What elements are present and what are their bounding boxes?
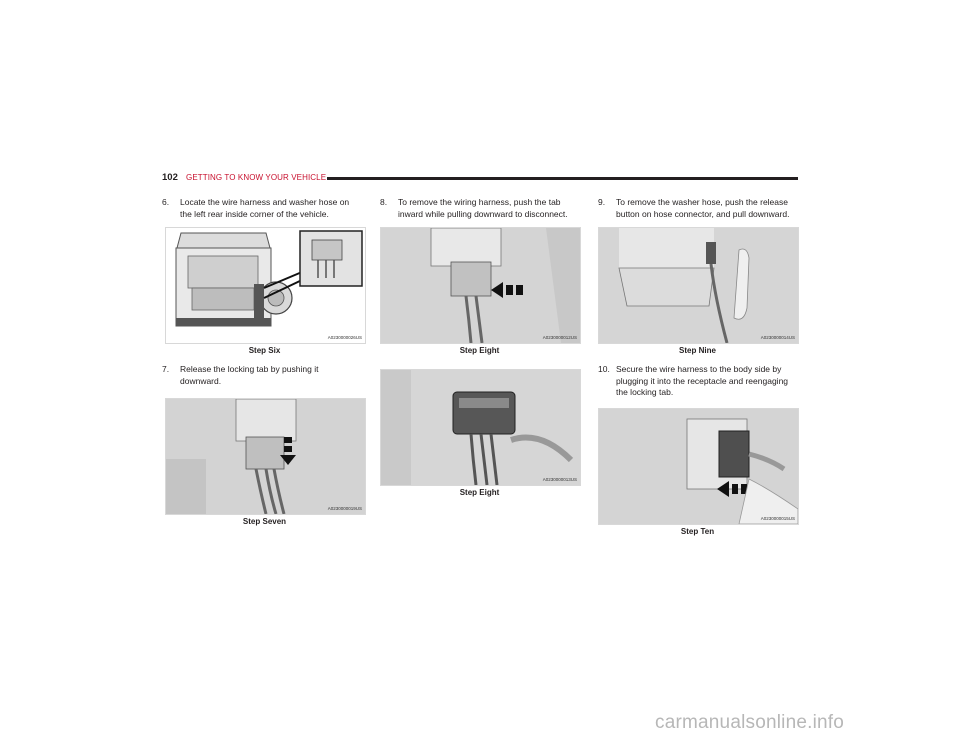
washer-hose-illustration bbox=[599, 228, 798, 343]
caption-step-eight-b: Step Eight bbox=[459, 488, 500, 497]
figure-code: A0230000014US bbox=[760, 335, 795, 340]
page-header: 102 GETTING TO KNOW YOUR VEHICLE bbox=[162, 172, 798, 186]
harness-connector-illustration bbox=[166, 399, 365, 514]
figure-step-seven: A0230000019US bbox=[165, 398, 366, 515]
figure-code: A0230000015US bbox=[760, 516, 795, 521]
figure-code: A0230000019US bbox=[327, 506, 362, 511]
step-text-line: Release the locking tab by pushing it bbox=[180, 364, 319, 374]
reconnect-harness-illustration bbox=[599, 409, 798, 524]
page-number: 102 bbox=[162, 172, 178, 183]
header-rule bbox=[327, 177, 798, 180]
figure-step-eight-a: A0230000012US bbox=[380, 227, 581, 344]
jeep-rear-illustration bbox=[175, 230, 363, 327]
figure-code: A0230000013US bbox=[542, 477, 577, 482]
step-number: 9. bbox=[598, 197, 606, 207]
connector-closeup-illustration bbox=[381, 370, 580, 485]
step-number: 7. bbox=[162, 364, 170, 374]
figure-step-eight-b: A0230000013US bbox=[380, 369, 581, 486]
figure-code: A0230000012US bbox=[542, 335, 577, 340]
step-text-line: button on hose connector, and pull downw… bbox=[616, 208, 790, 219]
step-text-line: To remove the wiring harness, push the t… bbox=[398, 197, 561, 207]
section-title: GETTING TO KNOW YOUR VEHICLE bbox=[186, 172, 327, 182]
figure-step-ten: A0230000015US bbox=[598, 408, 799, 525]
figure-code: A0230000026US bbox=[327, 335, 362, 340]
step-number: 6. bbox=[162, 197, 170, 207]
figure-step-nine: A0230000014US bbox=[598, 227, 799, 344]
step-text-line: To remove the washer hose, push the rele… bbox=[616, 197, 788, 207]
step-text-line: Locate the wire harness and washer hose … bbox=[180, 197, 350, 207]
caption-step-nine: Step Nine bbox=[679, 346, 716, 355]
step-text-line: the left rear inside corner of the vehic… bbox=[180, 208, 329, 219]
step-number: 10. bbox=[598, 364, 610, 374]
figure-step-six: A0230000026US bbox=[165, 227, 366, 344]
step-number: 8. bbox=[380, 197, 388, 207]
harness-connector-illustration bbox=[381, 228, 580, 343]
caption-step-six: Step Six bbox=[248, 346, 281, 355]
step-text-line: plugging it into the receptacle and reen… bbox=[616, 375, 789, 386]
step-text-line: Secure the wire harness to the body side… bbox=[616, 364, 782, 374]
caption-step-seven: Step Seven bbox=[242, 517, 287, 526]
step-text-line: inward while pulling downward to disconn… bbox=[398, 208, 568, 219]
caption-step-ten: Step Ten bbox=[680, 527, 715, 536]
step-text-line: the locking tab. bbox=[616, 387, 674, 397]
caption-step-eight-a: Step Eight bbox=[459, 346, 500, 355]
step-text-line: downward. bbox=[180, 375, 222, 386]
watermark: carmanualsonline.info bbox=[655, 712, 845, 733]
